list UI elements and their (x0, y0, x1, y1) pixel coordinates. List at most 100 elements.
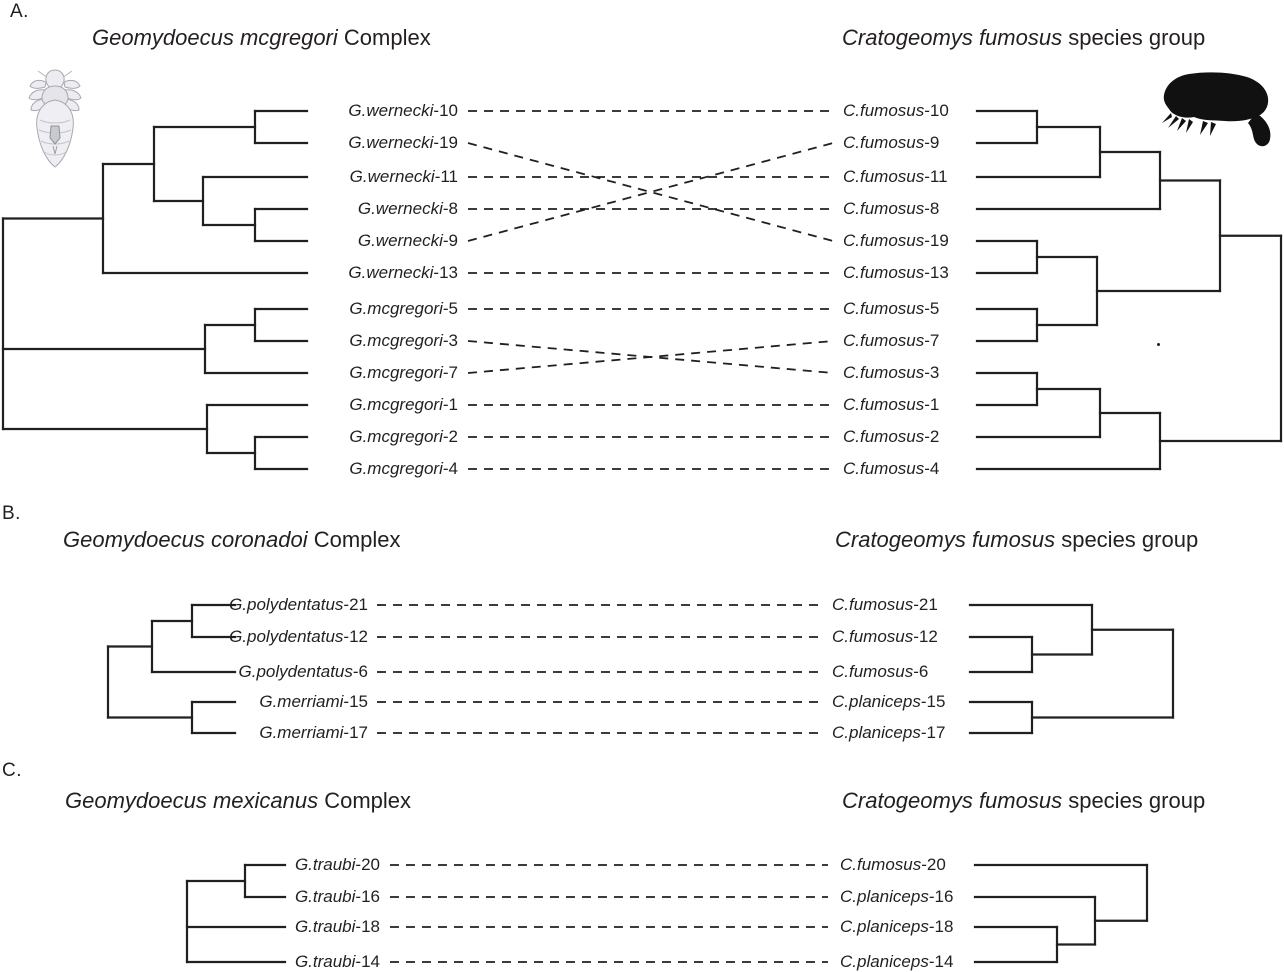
panel-a-parasite-taxon-label-number: -8 (442, 199, 458, 218)
panel-c-parasite-taxon-label: G.traubi-16 (295, 887, 380, 907)
panel-a-parasite-taxon-label-number: -11 (434, 167, 458, 186)
panel-a-parasite-taxon-label-species: G.mcgregori (349, 363, 443, 382)
panel-c-host-taxon-label-species: C.fumosus (840, 855, 922, 874)
panel-a-parasite-taxon-label-species: G.mcgregori (349, 331, 443, 350)
panel-a-parasite-taxon-label: G.wernecki-13 (348, 263, 458, 283)
panel-c-parasite-title: Geomydoecus mexicanus Complex (65, 788, 411, 814)
panel-a-host-taxon-label-species: C.fumosus (843, 459, 925, 478)
panel-a-host-taxon-label-number: -2 (924, 427, 940, 446)
panel-c-parasite-taxon-label-number: -18 (355, 917, 380, 936)
panel-c-parasite-taxon-label-species: G.traubi (294, 855, 356, 874)
panel-a-host-taxon-label-species: C.fumosus (843, 331, 925, 350)
panel-b-parasite-taxon-label-species: G.merriami (259, 723, 344, 742)
panel-b-parasite-taxon-label-number: -12 (343, 627, 368, 646)
panel-a-host-taxon-label: C.fumosus-5 (843, 299, 939, 319)
panel-a-association-link (467, 340, 834, 374)
panel-b-host-title-taxon: Cratogeomys fumosus (835, 527, 1056, 552)
panel-a-parasite-taxon-label-number: -1 (442, 395, 458, 414)
panel-b-host-taxon-label: C.planiceps-17 (832, 723, 945, 743)
panel-a-parasite-taxon-label: G.wernecki-8 (358, 199, 458, 219)
panel-b-parasite-taxon-label-species: G.polydentatus (238, 662, 353, 681)
panel-a-host-taxon-label-number: -11 (924, 167, 948, 186)
panel-a-host-taxon-label: C.fumosus-10 (843, 101, 949, 121)
panel-a-host-taxon-label-species: C.fumosus (843, 427, 925, 446)
panel-a-host-taxon-label-species: C.fumosus (843, 199, 925, 218)
panel-c-parasite-taxon-label-number: -16 (355, 887, 380, 906)
panel-b-host-taxon-label-number: -6 (913, 662, 929, 681)
panel-a-host-title-suffix: species group (1062, 25, 1206, 50)
panel-c-parasite-taxon-label: G.traubi-14 (295, 952, 380, 972)
panel-a-parasite-taxon-label: G.wernecki-11 (350, 167, 458, 187)
panel-a-parasite-taxon-label-number: -13 (433, 263, 458, 282)
panel-a-host-taxon-label-number: -13 (924, 263, 949, 282)
panel-b-host-taxon-label: C.fumosus-21 (832, 595, 938, 615)
panel-a-host-taxon-label-number: -3 (924, 363, 940, 382)
panel-a-host-title-taxon: Cratogeomys fumosus (842, 25, 1063, 50)
panel-a-parasite-taxon-label: G.wernecki-19 (348, 133, 458, 153)
panel-a-parasite-taxon-label: G.mcgregori-1 (349, 395, 458, 415)
panel-a-host-taxon-label: C.fumosus-1 (843, 395, 939, 415)
panel-a-parasite-taxon-label-species: G.wernecki (349, 167, 435, 186)
panel-c-host-taxon-label: C.planiceps-14 (840, 952, 953, 972)
panel-a-parasite-taxon-label-species: G.wernecki (348, 133, 434, 152)
panel-b-parasite-taxon-label-number: -6 (352, 662, 368, 681)
panel-a-letter: A. (10, 1, 29, 22)
panel-a-parasite-taxon-label: G.mcgregori-3 (349, 331, 458, 351)
panel-c-host-taxon-label-species: C.planiceps (840, 952, 929, 971)
panel-b-parasite-taxon-label: G.polydentatus-6 (239, 662, 368, 682)
panel-b-parasite-title: Geomydoecus coronadoi Complex (63, 527, 401, 553)
panel-a-host-taxon-label: C.fumosus-2 (843, 427, 939, 447)
panel-b-host-title-suffix: species group (1055, 527, 1199, 552)
panel-c-host-taxon-label-number: -20 (921, 855, 946, 874)
panel-a-parasite-taxon-label-number: -9 (442, 231, 458, 250)
panel-a-host-taxon-label-species: C.fumosus (843, 167, 925, 186)
panel-c-host-taxon-label: C.planiceps-16 (840, 887, 953, 907)
panel-a-parasite-taxon-label-number: -4 (442, 459, 458, 478)
panel-b-parasite-title-suffix: Complex (307, 527, 401, 552)
panel-a-parasite-taxon-label-number: -19 (433, 133, 458, 152)
panel-a-host-taxon-label-number: -10 (924, 101, 949, 120)
panel-c-host-title-taxon: Cratogeomys fumosus (842, 788, 1063, 813)
panel-c-host-taxon-label-species: C.planiceps (840, 887, 929, 906)
panel-b-parasite-taxon-label-number: -17 (343, 723, 368, 742)
panel-b-host-taxon-label-species: C.planiceps (832, 692, 921, 711)
panel-a-host-taxon-label: C.fumosus-7 (843, 331, 939, 351)
panel-c-host-taxon-label-number: -18 (928, 917, 954, 936)
panel-a-host-taxon-label: C.fumosus-8 (843, 199, 939, 219)
panel-b-host-title: Cratogeomys fumosus species group (835, 527, 1198, 553)
panel-c-parasite-title-suffix: Complex (318, 788, 412, 813)
panel-a-parasite-taxon-label-number: -7 (442, 363, 458, 382)
panel-c-parasite-taxon-label: G.traubi-18 (295, 917, 380, 937)
panel-b-parasite-taxon-label-species: G.polydentatus (229, 595, 344, 614)
panel-a-parasite-title: Geomydoecus mcgregori Complex (92, 25, 431, 51)
panel-b-parasite-taxon-label: G.polydentatus-21 (229, 595, 368, 615)
panel-a-host-taxon-label: C.fumosus-19 (843, 231, 949, 251)
panel-b-parasite-taxon-label: G.merriami-15 (259, 692, 368, 712)
panel-a-host-taxon-label-species: C.fumosus (843, 101, 925, 120)
panel-c-host-title-suffix: species group (1062, 788, 1206, 813)
panel-a-host-taxon-label-number: -19 (924, 231, 949, 250)
panel-c-letter: C. (2, 760, 22, 781)
panel-c-host-taxon-label-number: -16 (928, 887, 954, 906)
panel-a-parasite-title-taxon: Geomydoecus mcgregori (92, 25, 338, 50)
panel-c-parasite-taxon-label-species: G.traubi (294, 887, 356, 906)
panel-a-host-taxon-label: C.fumosus-11 (843, 167, 948, 187)
panel-a-host-taxon-label: C.fumosus-9 (843, 133, 939, 153)
panel-a-parasite-taxon-label: G.mcgregori-4 (349, 459, 458, 479)
panel-c-parasite-taxon-label: G.traubi-20 (295, 855, 380, 875)
panel-b-parasite-taxon-label-number: -15 (343, 692, 368, 711)
panel-a-host-taxon-label-number: -7 (924, 331, 940, 350)
panel-a-parasite-title-suffix: Complex (337, 25, 431, 50)
panel-a-host-taxon-label-number: -1 (924, 395, 940, 414)
panel-b-parasite-taxon-label-number: -21 (343, 595, 368, 614)
louse-icon (28, 69, 82, 168)
panel-a-host-taxon-label-species: C.fumosus (843, 231, 925, 250)
panel-a-host-taxon-label-number: -5 (924, 299, 940, 318)
panel-b-parasite-title-taxon: Geomydoecus coronadoi (63, 527, 308, 552)
panel-a-parasite-taxon-label: G.wernecki-9 (358, 231, 458, 251)
panel-a-host-taxon-label-number: -8 (924, 199, 940, 218)
panel-a-parasite-taxon-label-species: G.wernecki (357, 231, 443, 250)
panel-b-host-taxon-label-species: C.planiceps (832, 723, 921, 742)
panel-b-host-taxon-label: C.fumosus-12 (832, 627, 938, 647)
